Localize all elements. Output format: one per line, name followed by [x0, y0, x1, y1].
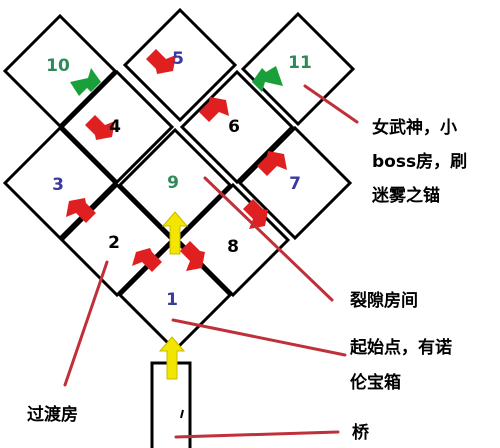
green-arrows [70, 66, 283, 96]
arrow-4-to-5 [146, 49, 176, 74]
room-labels: 1 2 3 4 5 6 7 8 9 10 11 [46, 49, 312, 310]
room-10 [2, 13, 118, 129]
yellow-arrows [158, 211, 189, 380]
room-label-2: 2 [108, 233, 120, 253]
room-4 [59, 69, 175, 185]
room-11 [240, 11, 356, 127]
arrow-bridge-to-1 [158, 336, 186, 380]
leader-rift [203, 176, 334, 302]
room-label-1: 1 [166, 290, 178, 310]
room-label-7: 7 [289, 174, 301, 194]
arrow-7-to-8 [243, 199, 268, 229]
room-label-11: 11 [288, 53, 312, 73]
room-label-8: 8 [227, 237, 239, 257]
arrow-6-to-11 [252, 66, 283, 92]
arrow-4-to-10 [70, 68, 101, 96]
arrow-2-to-3 [66, 198, 96, 223]
bridge-mark [180, 409, 184, 419]
leader-transition [63, 260, 109, 387]
red-arrows [66, 49, 287, 272]
arrow-5-to-6 [199, 97, 229, 122]
note-rift: 裂隙房间 [349, 290, 418, 311]
leader-start [171, 318, 347, 357]
leader-valkyrie [303, 84, 359, 124]
annotations: 女武神，小 boss房，刷 迷雾之锚 裂隙房间 起始点，有诺 伦宝箱 过渡房 桥 [27, 117, 467, 443]
arrow-1-to-9 [161, 211, 189, 255]
room-label-4: 4 [109, 117, 121, 137]
room-label-3: 3 [52, 175, 64, 195]
room-label-10: 10 [46, 56, 70, 76]
arrow-1-to-2 [132, 248, 162, 272]
room-label-9: 9 [167, 173, 179, 193]
note-transition: 过渡房 [27, 404, 78, 425]
room-5 [122, 7, 238, 123]
arrow-1-to-8 [180, 241, 205, 271]
note-start-2: 伦宝箱 [350, 372, 401, 393]
room-label-6: 6 [228, 117, 240, 137]
leader-bridge [174, 430, 340, 439]
note-start-1: 起始点，有诺 [349, 337, 452, 358]
room-label-5: 5 [172, 49, 184, 69]
note-valkyrie-2: boss房，刷 [372, 151, 467, 172]
arrow-3-to-4 [85, 115, 115, 140]
note-valkyrie-1: 女武神，小 [372, 117, 457, 138]
arrow-6-to-7 [257, 151, 287, 176]
leader-lines [63, 84, 359, 439]
note-valkyrie-3: 迷雾之锚 [371, 185, 440, 206]
note-bridge: 桥 [352, 423, 370, 443]
